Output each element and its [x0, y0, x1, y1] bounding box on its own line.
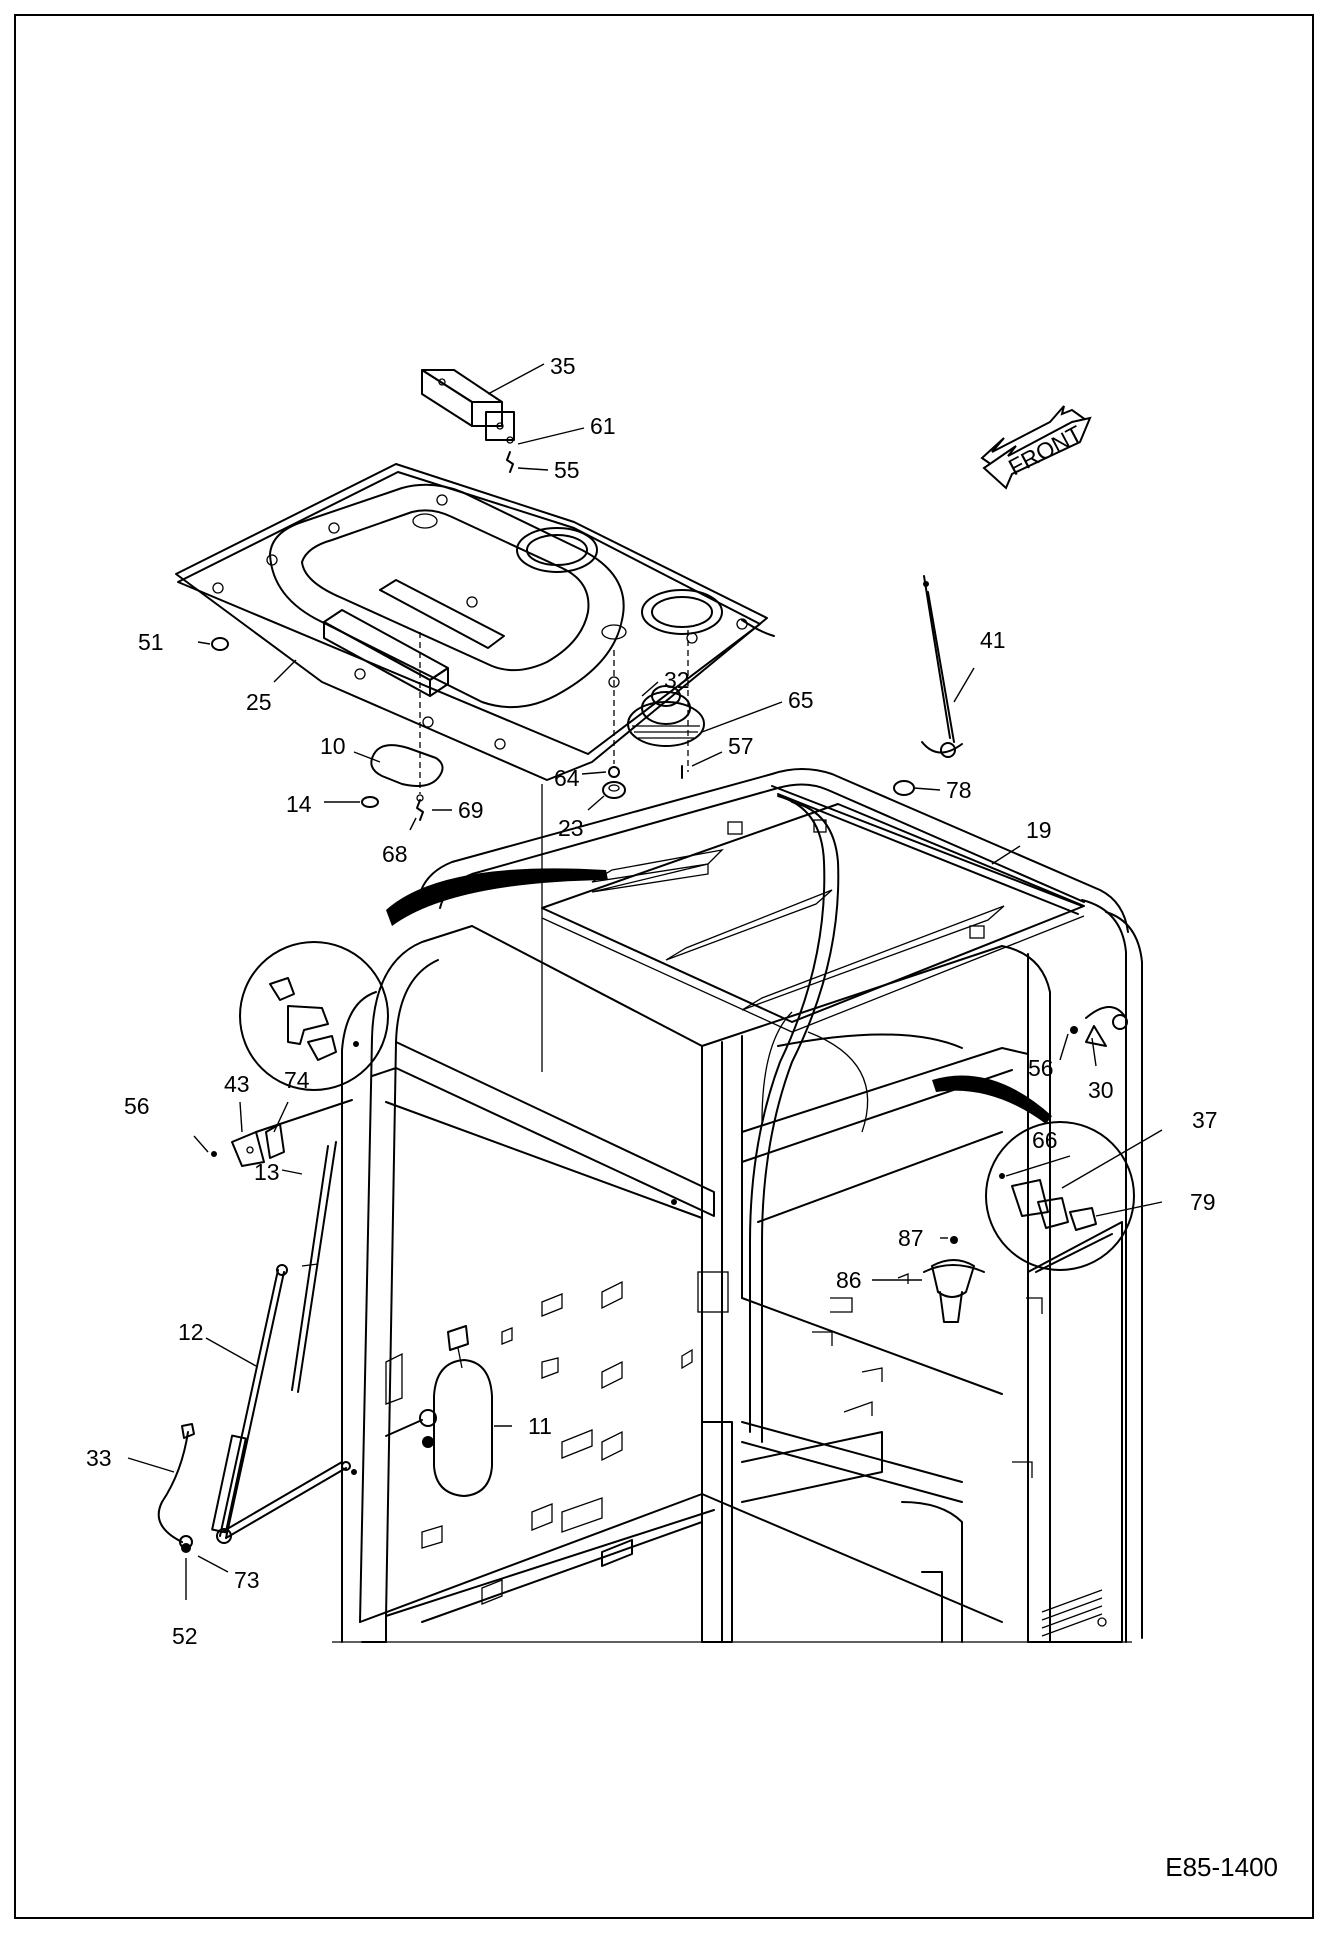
callout-79: 79	[1190, 1189, 1216, 1215]
callout-78: 78	[946, 777, 972, 803]
callout-65: 65	[788, 687, 814, 713]
bolt-14	[361, 796, 379, 808]
cab-frame-19	[332, 768, 1143, 1643]
callout-13: 13	[254, 1159, 280, 1185]
drawing-sheet: FRONT	[14, 14, 1314, 1919]
washer-64	[608, 766, 620, 778]
callout-23: 23	[558, 815, 584, 841]
bracket-43-74	[211, 1099, 353, 1167]
screw-87	[950, 1236, 958, 1244]
callout-43: 43	[224, 1071, 250, 1097]
callout-66: 66	[1032, 1127, 1058, 1153]
callout-64: 64	[554, 765, 580, 791]
callout-12: 12	[178, 1319, 204, 1345]
nut-51	[211, 637, 229, 651]
callout-41: 41	[980, 627, 1006, 653]
callout-74: 74	[284, 1067, 310, 1093]
cover-10	[370, 744, 444, 787]
callout-19: 19	[1026, 817, 1052, 843]
wiper-arm-12	[211, 1264, 357, 1544]
callout-86: 86	[836, 1267, 862, 1293]
nut-78	[893, 780, 915, 796]
exploded-parts-diagram: FRONT	[86, 353, 1218, 1649]
callout-33: 33	[86, 1445, 112, 1471]
callout-37: 37	[1192, 1107, 1218, 1133]
figure-id: E85-1400	[1165, 1852, 1278, 1882]
nozzle-52-73	[181, 1543, 191, 1553]
grommet-23	[602, 781, 626, 799]
detail-inset-left	[239, 868, 608, 1091]
speaker-32	[627, 685, 705, 747]
callout-10: 10	[320, 733, 346, 759]
callout-61: 61	[590, 413, 616, 439]
washer-tank-11	[385, 1325, 493, 1497]
detail-inset-right	[932, 1075, 1135, 1271]
antenna-41	[921, 575, 963, 758]
callout-56-left: 56	[124, 1093, 150, 1119]
callout-51: 51	[138, 629, 164, 655]
callout-35: 35	[550, 353, 576, 379]
wiper-blade-13	[291, 1141, 337, 1393]
screw-69	[416, 794, 424, 821]
callout-30: 30	[1088, 1077, 1114, 1103]
callout-52: 52	[172, 1623, 198, 1649]
bracket-35	[421, 369, 515, 473]
callout-labels: 35 61 55 51 25 10 14 69 68 32 65 57 64 2…	[86, 353, 1218, 1649]
callout-56-right: 56	[1028, 1055, 1054, 1081]
callout-68: 68	[382, 841, 408, 867]
leader-lines	[127, 363, 1163, 1600]
callout-69: 69	[458, 797, 484, 823]
callout-25: 25	[246, 689, 272, 715]
callout-32: 32	[664, 667, 690, 693]
switch-30	[1070, 1006, 1128, 1047]
callout-87: 87	[898, 1225, 924, 1251]
callout-55: 55	[554, 457, 580, 483]
callout-73: 73	[234, 1567, 260, 1593]
cup-holder-86	[923, 1259, 985, 1323]
washer-hose-33	[157, 1423, 195, 1549]
callout-57: 57	[728, 733, 754, 759]
front-direction-arrow: FRONT	[980, 405, 1092, 490]
callout-14: 14	[286, 791, 312, 817]
ceiling-panel-25	[175, 463, 775, 781]
callout-11: 11	[528, 1413, 552, 1439]
